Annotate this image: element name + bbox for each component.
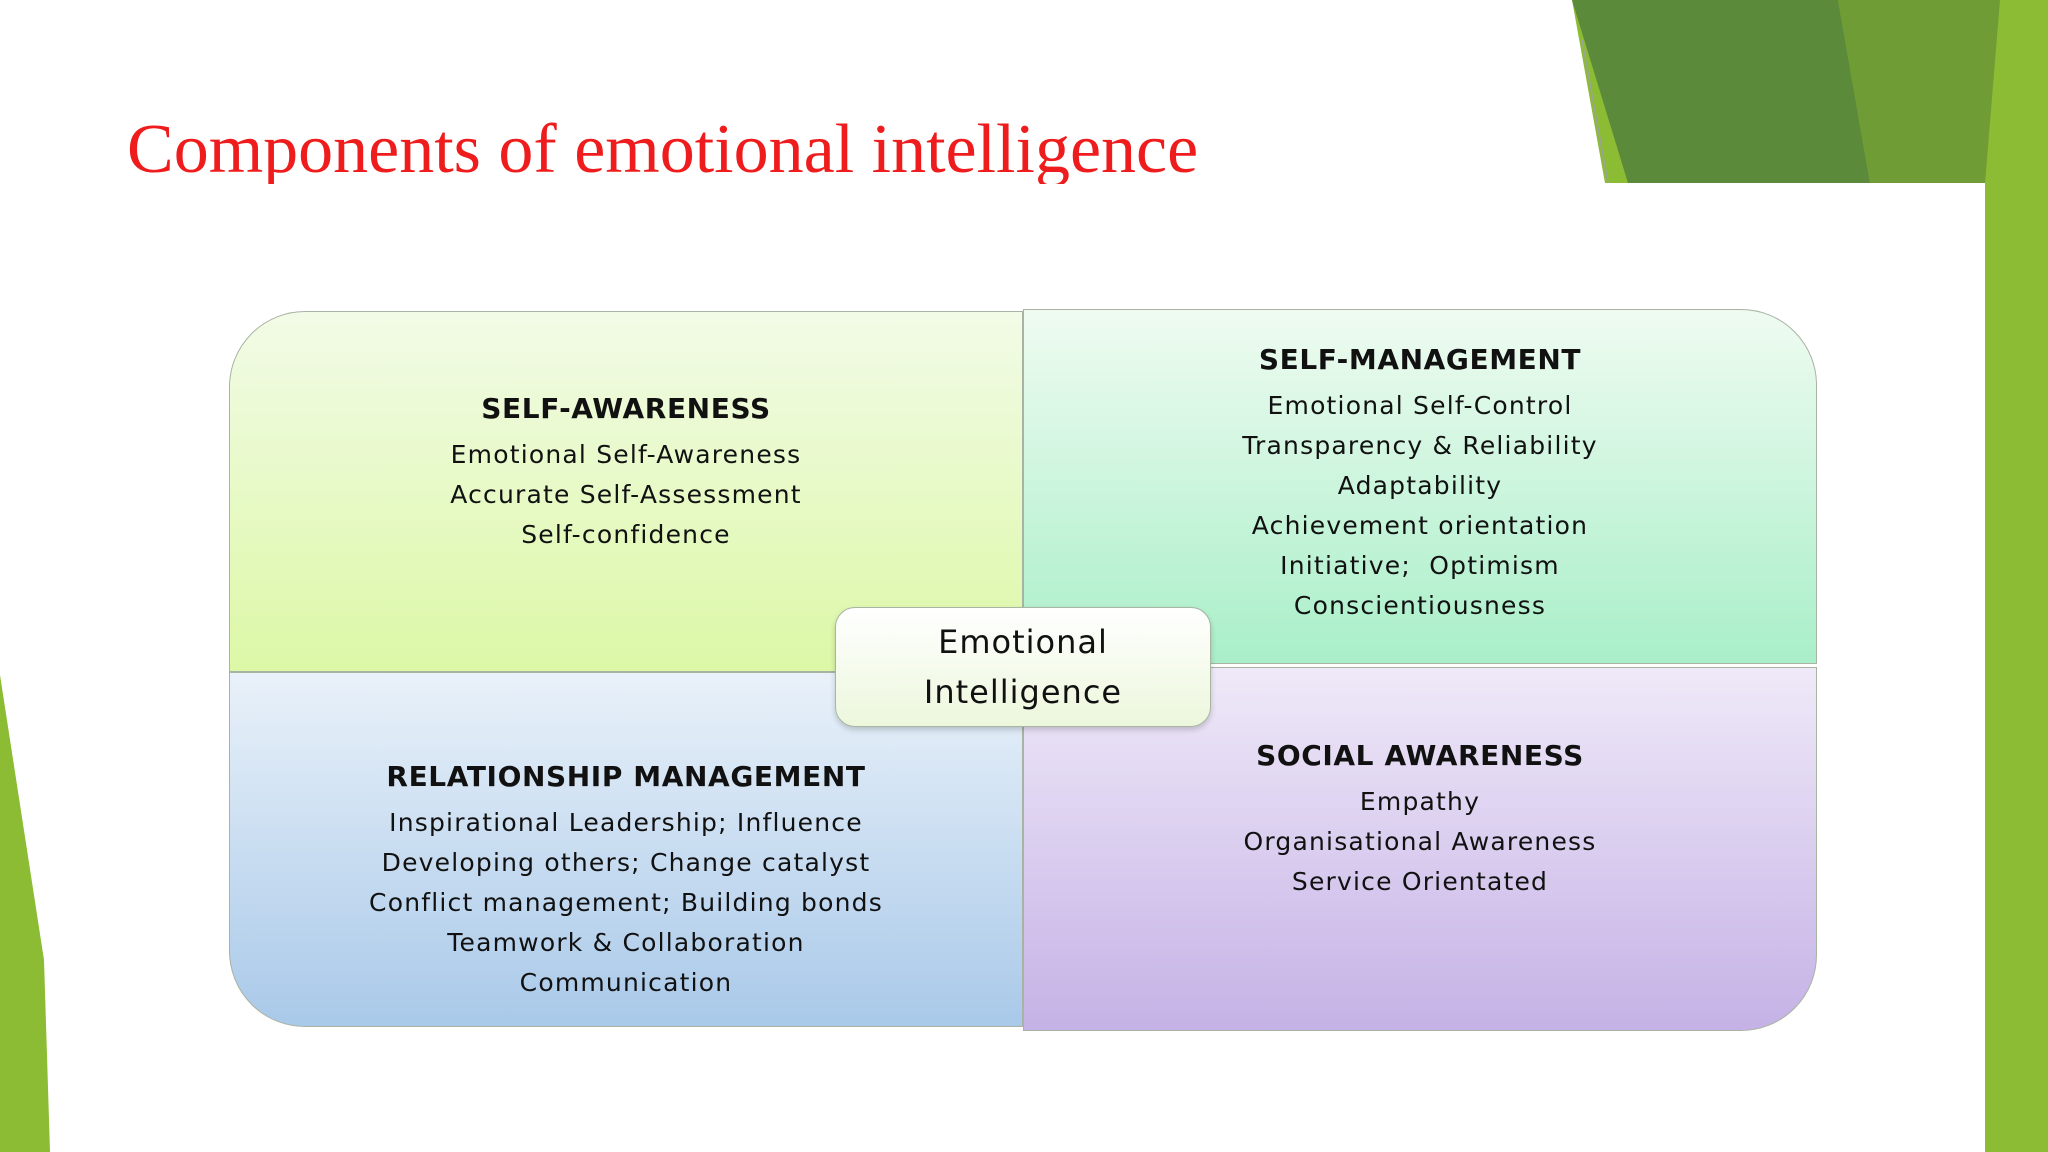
center-label-line: Intelligence	[923, 673, 1123, 711]
quadrant-item: Empathy	[1359, 787, 1481, 816]
quadrant-relationship-management: RELATIONSHIP MANAGEMENT Inspirational Le…	[229, 672, 1023, 1027]
quadrant-item: Service Orientated	[1291, 867, 1549, 896]
quadrant-heading: SOCIAL AWARENESS	[1256, 739, 1584, 772]
quadrant-item: Communication	[519, 967, 733, 997]
center-label-box: Emotional Intelligence	[835, 607, 1211, 727]
quadrant-heading: SELF-MANAGEMENT	[1258, 342, 1582, 376]
quadrant-item: Organisational Awareness	[1243, 827, 1597, 856]
quadrant-item: Teamwork & Collaboration	[447, 927, 805, 957]
quadrant-item: Emotional Self-Awareness	[450, 439, 802, 469]
corner-mid-green-shape	[1838, 0, 2000, 183]
quadrant-item: Conscientiousness	[1293, 590, 1547, 620]
quadrant-item: Transparency & Reliability	[1242, 430, 1598, 460]
quadrant-item: Accurate Self-Assessment	[450, 479, 802, 509]
quadrant-item: Adaptability	[1337, 470, 1503, 500]
quadrant-self-awareness: SELF-AWARENESS Emotional Self-Awareness …	[229, 311, 1023, 672]
quadrant-heading: RELATIONSHIP MANAGEMENT	[386, 759, 866, 793]
quadrant-item: Emotional Self-Control	[1267, 390, 1573, 420]
quadrant-heading: SELF-AWARENESS	[481, 391, 771, 425]
corner-dark-green-shape	[1572, 0, 1870, 183]
quadrant-item: Achievement orientation	[1251, 510, 1589, 540]
quadrant-item: Conflict management; Building bonds	[369, 887, 883, 917]
slide-title: Components of emotional intelligence	[127, 111, 1199, 184]
quadrant-item: Self-confidence	[521, 519, 731, 549]
center-label-line: Emotional	[938, 623, 1108, 661]
quadrant-social-awareness: SOCIAL AWARENESS Empathy Organisational …	[1023, 667, 1817, 1031]
quadrant-self-management: SELF-MANAGEMENT Emotional Self-Control T…	[1023, 309, 1817, 664]
quadrant-item: Initiative; Optimism	[1280, 550, 1560, 580]
corner-thin-line	[1581, 39, 1609, 184]
quadrant-item: Developing others; Change catalyst	[381, 847, 871, 877]
quadrant-item: Inspirational Leadership; Influence	[389, 807, 863, 837]
left-edge-green-shape	[0, 675, 50, 1152]
